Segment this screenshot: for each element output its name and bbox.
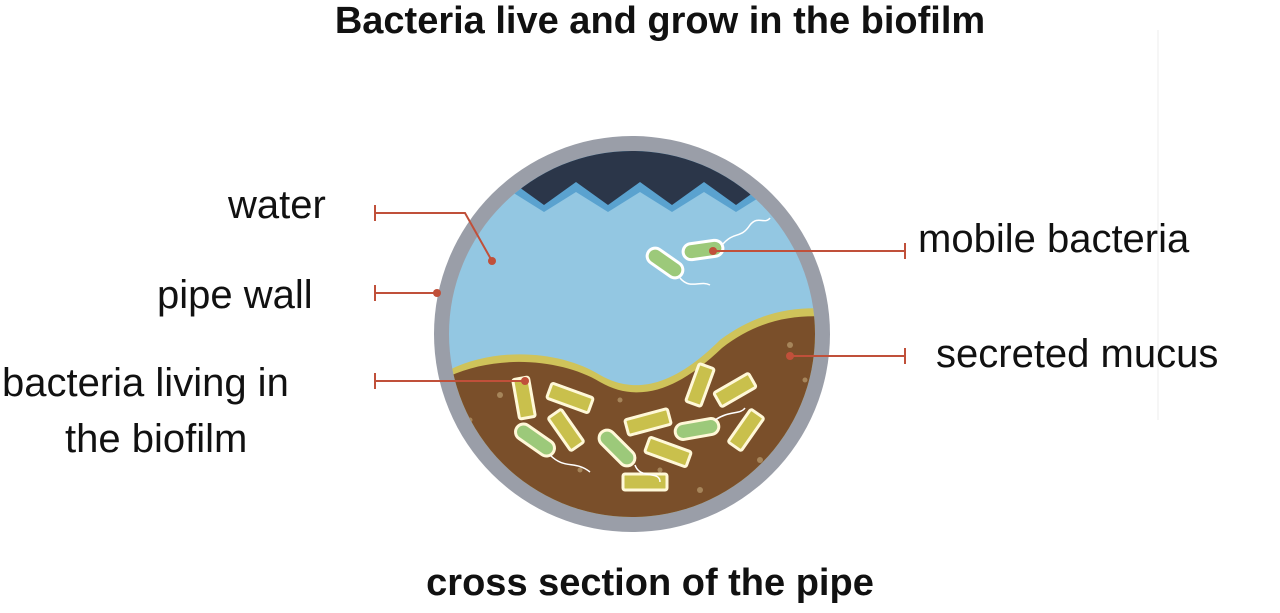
leader-lines (374, 205, 906, 389)
biofilm-green-bacteria (514, 417, 721, 468)
label-secreted-mucus: secreted mucus (936, 332, 1219, 376)
leader-mobile-bacteria (713, 243, 906, 259)
label-pipe-wall: pipe wall (157, 273, 313, 317)
leader-water (374, 205, 493, 262)
leader-bacteria-living (374, 373, 525, 389)
label-bacteria-living-1: bacteria living in (2, 361, 289, 405)
leader-dots (433, 247, 794, 385)
label-bacteria-living-2: the biofilm (65, 417, 248, 461)
flagella (549, 407, 746, 483)
diagram-caption: cross section of the pipe (426, 562, 874, 604)
diagram-title: Bacteria live and grow in the biofilm (334, 0, 986, 42)
leader-secreted-mucus (790, 348, 906, 364)
label-water: water (228, 183, 326, 227)
label-mobile-bacteria: mobile bacteria (918, 217, 1190, 261)
biofilm-bacteria (511, 362, 765, 492)
leader-pipe-wall (374, 285, 437, 301)
